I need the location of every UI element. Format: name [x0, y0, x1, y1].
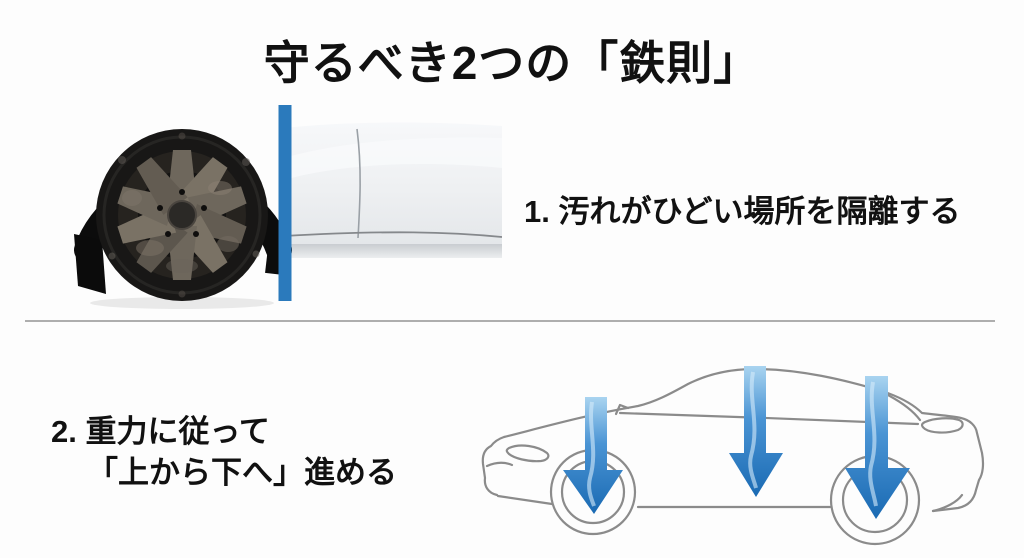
- door-seam-line: [356, 128, 361, 239]
- rule-2-line1: 2. 重力に従って: [51, 414, 270, 449]
- tire-shadow: [90, 297, 274, 309]
- taillight-outline: [920, 417, 964, 434]
- section-divider: [25, 320, 995, 322]
- car-outline-drawing: [470, 358, 1020, 554]
- mud-splatter: [108, 132, 260, 298]
- front-down-arrow-icon: [563, 397, 623, 514]
- isolation-separator-bar: [278, 105, 292, 301]
- dirty-wheel: [96, 129, 268, 301]
- rear-down-arrow-icon: [845, 376, 910, 519]
- headlight-outline: [505, 444, 550, 463]
- lug-nuts: [157, 189, 207, 237]
- rule-2-text: 2. 重力に従って 「上から下へ」進める: [51, 411, 397, 493]
- body-crease-line: [283, 231, 502, 238]
- dirty-wheel-illustration: [74, 105, 502, 309]
- clean-body-panel: [283, 122, 502, 258]
- rule-2-line2: 「上から下へ」進める: [87, 455, 397, 490]
- dirty-wheel-photo: [70, 98, 502, 315]
- page-title: 守るべき2つの「鉄則」: [263, 37, 761, 89]
- hub-cap: [167, 200, 197, 230]
- rocker-panel: [284, 244, 502, 258]
- rule-1-text: 1. 汚れがひどい場所を隔離する: [524, 194, 961, 229]
- wash-direction-arrows: [563, 366, 910, 519]
- middle-down-arrow-icon: [729, 366, 783, 497]
- sedan-outline-illustration: [481, 366, 985, 546]
